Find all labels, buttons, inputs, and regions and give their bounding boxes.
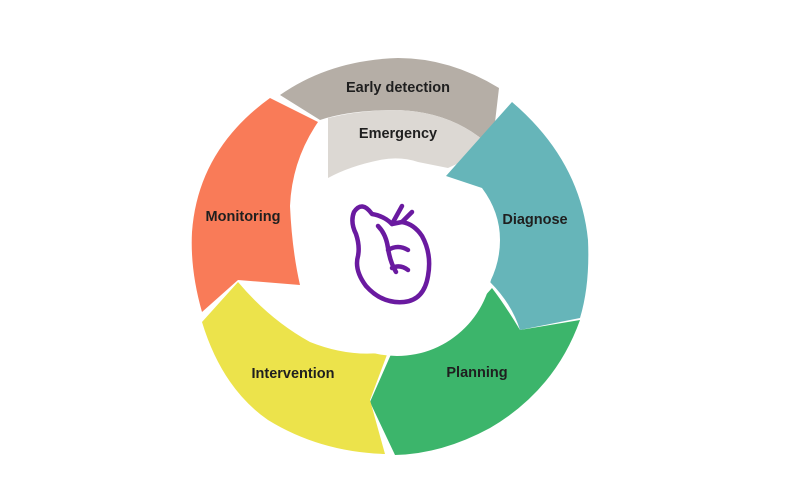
segment-monitoring [191,98,318,312]
heart-icon [350,203,432,305]
label-diagnose: Diagnose [502,212,567,228]
segment-emergency [328,110,492,178]
segment-early-detection [280,58,499,148]
label-early-detection: Early detection [346,80,450,96]
segment-planning [370,288,580,455]
label-monitoring: Monitoring [206,209,281,225]
label-emergency: Emergency [359,126,437,142]
segment-intervention [202,282,388,454]
center-circle [301,164,493,356]
segment-diagnose [446,102,589,330]
label-intervention: Intervention [252,366,335,382]
label-planning: Planning [446,365,507,381]
